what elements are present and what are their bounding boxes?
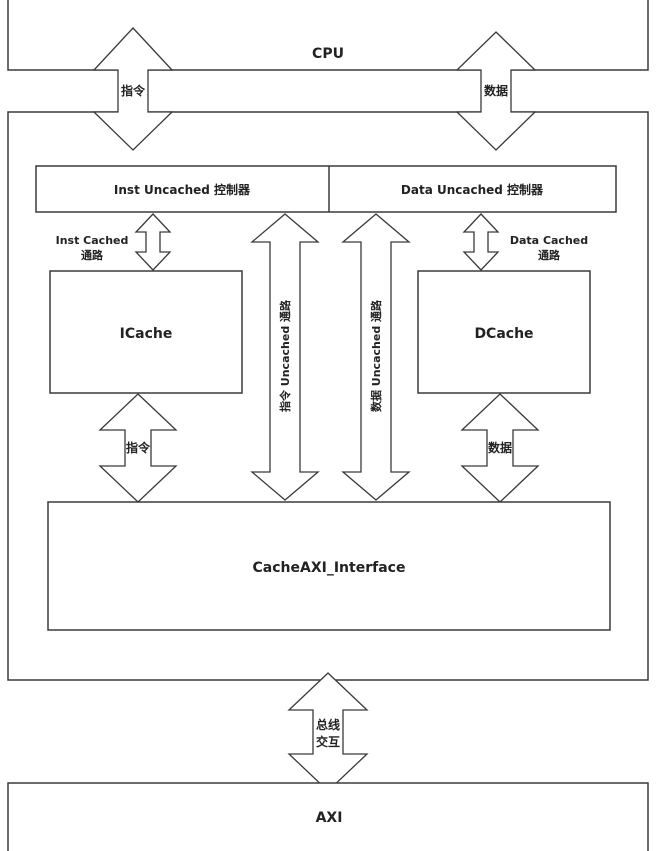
inst-cached-arrow (134, 213, 172, 271)
inst-cached-label-line2: 通路 (81, 248, 104, 262)
data-uncached-controller: Data Uncached 控制器 (401, 182, 544, 197)
data-cached-arrow (462, 213, 500, 271)
icache-label: ICache (120, 326, 173, 342)
data-uncached-arrow (341, 213, 411, 501)
dcache-label: DCache (474, 326, 533, 342)
bus-label-line2: 交互 (316, 734, 340, 749)
uncached-controller-bar (35, 165, 617, 213)
icache-inst-label: 指令 (126, 440, 151, 455)
data-cached-label-line1: Data Cached (510, 234, 588, 247)
data-cached-label-line2: 通路 (538, 248, 561, 262)
inst-uncached-label: 指令 Uncached 通路 (278, 299, 292, 412)
cache-axi-interface-block (47, 501, 611, 631)
axi-label: AXI (316, 810, 343, 826)
cpu-inst-label: 指令 (121, 83, 146, 98)
data-uncached-label: 数据 Uncached 通路 (369, 299, 383, 412)
bus-label-line1: 总线 (316, 717, 340, 732)
dcache-data-label: 数据 (488, 440, 512, 455)
cpu-data-label: 数据 (484, 83, 508, 98)
inst-uncached-arrow (250, 213, 320, 501)
inst-uncached-controller: Inst Uncached 控制器 (114, 182, 251, 197)
cpu-label: CPU (312, 46, 344, 62)
inst-cached-label-line1: Inst Cached (56, 234, 129, 247)
dcache-block (417, 270, 591, 394)
cache-axi-interface-label: CacheAXI_Interface (253, 560, 406, 576)
icache-block (49, 270, 243, 394)
axi-block (7, 782, 649, 851)
